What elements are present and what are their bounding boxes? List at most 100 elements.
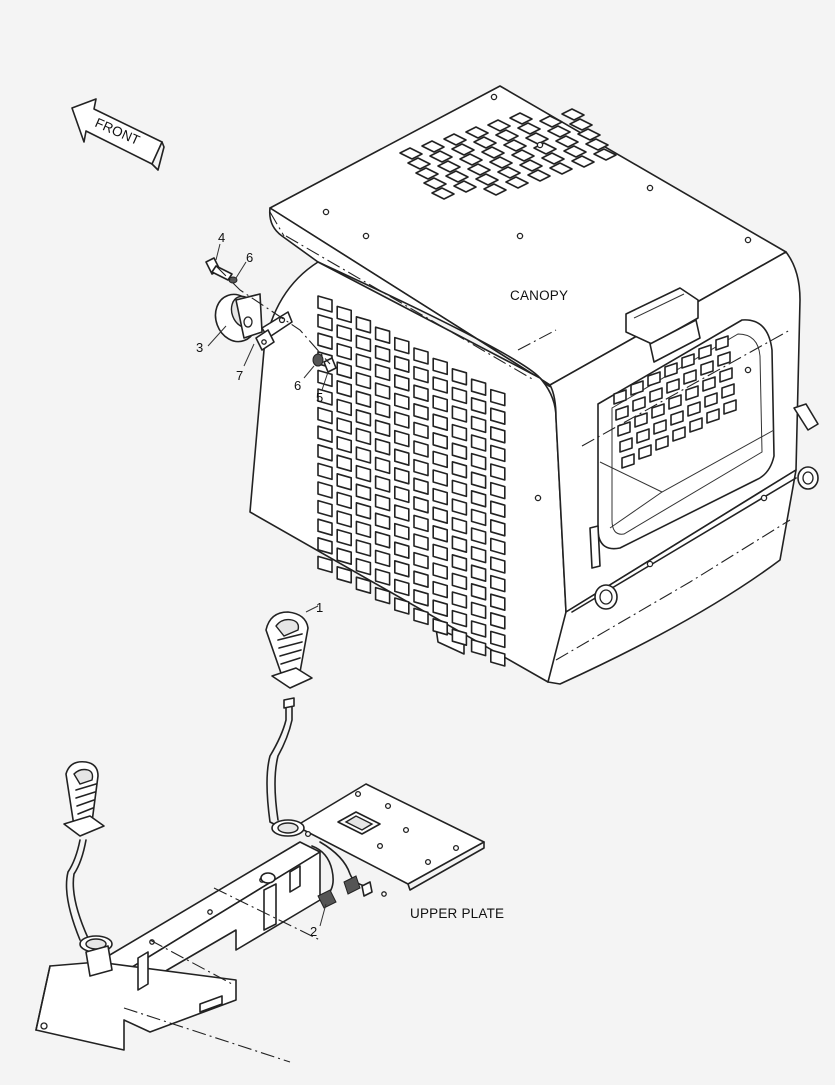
horn-3 xyxy=(214,293,263,343)
front-arrow: FRONT xyxy=(71,98,165,171)
vent-hole xyxy=(317,295,333,313)
vent-hole xyxy=(451,442,468,460)
vent-hole xyxy=(317,518,333,536)
vent-hole xyxy=(432,562,448,580)
roof-vent-hole xyxy=(489,156,513,169)
vent-hole xyxy=(630,380,644,396)
roof-vent-hole xyxy=(453,180,477,193)
vent-hole xyxy=(470,564,487,582)
vent-hole xyxy=(355,520,372,539)
vent-hole xyxy=(470,415,487,434)
callout-4: 4 xyxy=(218,230,225,245)
vent-hole xyxy=(355,427,372,446)
vent-hole xyxy=(687,401,701,417)
vent-hole xyxy=(490,519,506,537)
vent-hole xyxy=(470,638,487,657)
vent-hole xyxy=(355,464,372,483)
vent-hole xyxy=(336,305,352,324)
vent-hole xyxy=(413,458,429,477)
vent-hole xyxy=(451,498,468,516)
roof-vent-hole xyxy=(497,166,521,179)
vent-hole xyxy=(413,347,429,365)
vent-hole xyxy=(451,628,468,646)
vent-hole xyxy=(355,446,372,464)
vent-hole xyxy=(317,444,333,462)
callout-6-upper: 6 xyxy=(246,250,253,265)
vent-hole xyxy=(413,421,429,440)
roof-vent-hole xyxy=(549,162,573,175)
canopy-rivets xyxy=(322,93,768,568)
vent-hole xyxy=(432,506,448,524)
vent-hole xyxy=(621,453,635,469)
vent-hole xyxy=(394,504,410,522)
nut-5 xyxy=(323,357,337,373)
callouts: 1 2 3 4 5 6 6 7 xyxy=(196,230,329,939)
vent-hole xyxy=(432,599,448,617)
vent-hole xyxy=(336,361,352,379)
upper-plate: UPPER PLATE xyxy=(35,783,504,1063)
vent-hole xyxy=(451,554,468,572)
vent-hole xyxy=(317,499,333,518)
vent-hole xyxy=(374,531,391,549)
vent-hole xyxy=(432,618,448,636)
roof-vent-hole xyxy=(399,147,423,160)
vent-hole xyxy=(355,371,372,390)
vent-hole xyxy=(413,496,429,514)
rear-vent-grid xyxy=(613,335,737,469)
vent-hole xyxy=(719,367,733,383)
vent-hole xyxy=(451,535,468,553)
vent-hole xyxy=(374,400,391,419)
joystick-1-grip xyxy=(277,633,303,665)
vent-hole xyxy=(490,574,506,593)
vent-hole xyxy=(490,481,506,500)
vent-hole xyxy=(470,471,487,489)
vent-hole xyxy=(451,405,468,423)
vent-hole xyxy=(432,487,448,506)
callout-1: 1 xyxy=(316,600,323,615)
vent-hole xyxy=(394,392,410,411)
vent-hole xyxy=(451,479,468,498)
vent-hole xyxy=(336,510,352,528)
vent-hole xyxy=(490,388,506,407)
side-vent-grid xyxy=(317,295,506,667)
vent-hole xyxy=(317,555,333,574)
vent-hole xyxy=(336,380,352,398)
roof-vent-hole xyxy=(429,150,453,163)
canopy-label: CANOPY xyxy=(510,288,568,303)
vent-hole xyxy=(681,353,695,369)
roof-vent-hole xyxy=(495,129,519,142)
vent-hole xyxy=(683,369,697,385)
vent-hole xyxy=(649,387,663,403)
joystick-left xyxy=(63,760,113,977)
vent-hole xyxy=(470,508,487,527)
vent-hole xyxy=(451,368,468,386)
roof-vent-hole xyxy=(423,177,447,190)
roof-vent-hole xyxy=(569,118,593,131)
roof-vent-hole xyxy=(539,115,563,128)
horn-assembly xyxy=(205,257,337,373)
roof-vent-hole xyxy=(487,119,511,132)
vent-hole xyxy=(470,601,487,620)
roof-vent-hole xyxy=(577,128,601,141)
vent-hole xyxy=(432,543,448,562)
roof-vent-hole xyxy=(503,139,527,152)
roof-vent-hole xyxy=(563,145,587,158)
vent-hole xyxy=(632,396,646,412)
vent-hole xyxy=(700,360,714,376)
roof-vent-grid xyxy=(399,108,617,200)
roof-vent-hole xyxy=(585,138,609,151)
vent-hole xyxy=(394,448,410,466)
vent-hole xyxy=(374,363,391,382)
vent-hole xyxy=(394,429,410,448)
vent-hole xyxy=(451,609,468,628)
roof-vent-hole xyxy=(415,167,439,180)
roof-vent-hole xyxy=(593,148,617,161)
vent-hole xyxy=(470,397,487,415)
vent-hole xyxy=(432,394,448,413)
roof-vent-hole xyxy=(437,160,461,173)
upper-plate-label: UPPER PLATE xyxy=(410,906,504,921)
vent-hole xyxy=(490,500,506,518)
vent-hole xyxy=(374,345,391,363)
vent-hole xyxy=(374,419,391,437)
